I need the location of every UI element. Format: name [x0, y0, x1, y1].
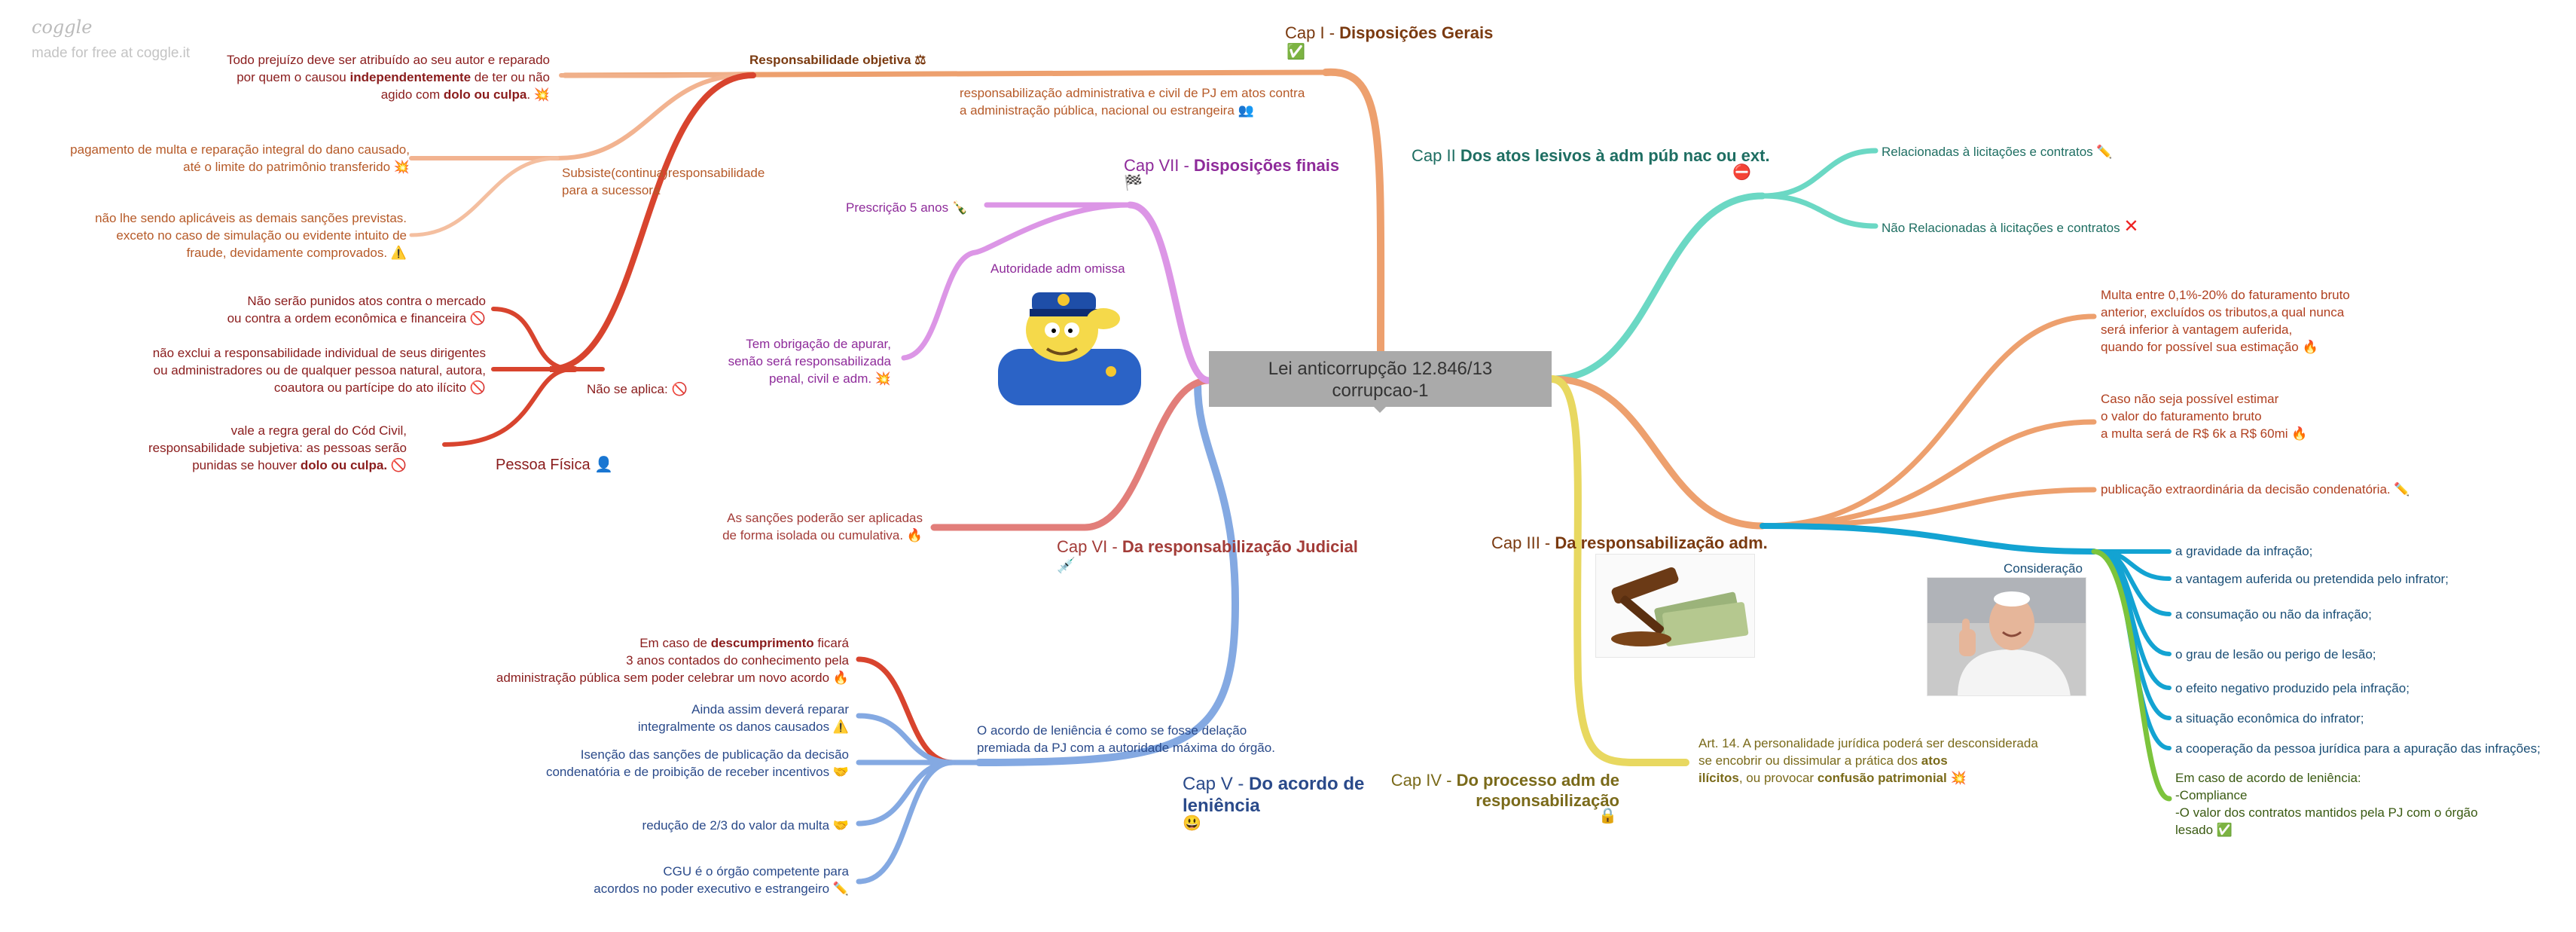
- cap3-title[interactable]: Cap III - Da responsabilização adm.: [1491, 533, 1768, 552]
- central-title: Lei anticorrupção 12.846/13: [1268, 359, 1493, 379]
- consideration-item[interactable]: o efeito negativo produzido pela infraçã…: [2175, 681, 2410, 695]
- lock-icon: 🔒: [1598, 808, 1617, 824]
- cap4-title[interactable]: Cap IV - Do processo adm de responsabili…: [1390, 771, 1619, 810]
- syringe-icon: 💉: [1057, 558, 1076, 574]
- nao-aplicaveis[interactable]: não lhe sendo aplicáveis as demais sançõ…: [95, 211, 407, 260]
- regra-geral[interactable]: vale a regra geral do Cód Civil, respons…: [148, 423, 407, 472]
- relacionadas-node[interactable]: Relacionadas à licitações e contratos ✏️: [1882, 145, 2113, 159]
- smile-icon: 😃: [1183, 815, 1201, 832]
- fire-icon: 🔥: [2291, 426, 2308, 441]
- cap1-title[interactable]: Cap I - Disposições Gerais: [1285, 23, 1494, 42]
- obrigacao-apurar[interactable]: Tem obrigação de apurar, senão será resp…: [728, 337, 891, 386]
- gavel-money-image: [1595, 554, 1755, 658]
- checkmark-icon: ✅: [1286, 44, 1305, 60]
- fire-icon: 🔥: [2302, 340, 2318, 354]
- no-entry-icon: 🚫: [469, 380, 486, 395]
- pope-thumbs-up-image: [1927, 577, 2086, 696]
- explosion-icon: 💥: [533, 87, 550, 102]
- acordo-leniencia-consideracao[interactable]: Em caso de acordo de leniência: -Complia…: [2175, 771, 2478, 837]
- sucessora-node[interactable]: Subsiste(continua)responsabilidade para …: [562, 166, 765, 197]
- pessoa-fisica-node[interactable]: Pessoa Física 👤: [496, 457, 614, 473]
- publicacao-node[interactable]: publicação extraordinária da decisão con…: [2101, 482, 2410, 497]
- cgu-node[interactable]: CGU é o órgão competente para acordos no…: [594, 864, 849, 896]
- central-subtitle: corrupcao-1: [1332, 380, 1429, 401]
- nao-exclui[interactable]: não exclui a responsabilidade individual…: [152, 346, 486, 395]
- warning-icon: ⚠️: [390, 246, 407, 260]
- explosion-icon: 💥: [874, 371, 891, 386]
- warning-icon: ⚠️: [832, 720, 849, 734]
- nao-relacionadas-node[interactable]: Não Relacionadas à licitações e contrato…: [1882, 216, 2139, 237]
- reparar-node[interactable]: Ainda assim deverá reparar integralmente…: [637, 702, 849, 734]
- coggle-logo[interactable]: coggle: [32, 17, 93, 38]
- cap2-title[interactable]: Cap II Dos atos lesivos à adm púb nac ou…: [1412, 146, 1770, 165]
- person-icon: 👤: [594, 457, 614, 473]
- consideracao-label[interactable]: Consideração: [2004, 561, 2083, 576]
- fire-icon: 🔥: [832, 671, 849, 685]
- nao-se-aplica-node[interactable]: Não se aplica: 🚫: [587, 382, 688, 396]
- central-node[interactable]: Lei anticorrupção 12.846/13 corrupcao-1: [1209, 351, 1552, 413]
- art14-node[interactable]: Art. 14. A personalidade jurídica poderá…: [1699, 736, 2038, 785]
- no-entry-icon: 🚫: [469, 311, 486, 325]
- explosion-icon: 💥: [1950, 771, 1967, 785]
- checkmark-icon: ✅: [2216, 823, 2233, 837]
- nao-punidos[interactable]: Não serão punidos atos contra o mercado …: [227, 294, 486, 325]
- multa-patrimonio[interactable]: pagamento de multa e reparação integral …: [70, 142, 410, 174]
- reducao-node[interactable]: redução de 2/3 do valor da multa 🤝: [642, 818, 849, 833]
- no-entry-icon: 🚫: [390, 458, 407, 472]
- no-entry-icon: ⛔: [1732, 164, 1751, 181]
- coggle-tagline[interactable]: made for free at coggle.it: [32, 45, 191, 61]
- multa-faturamento[interactable]: Multa entre 0,1%-20% do faturamento brut…: [2101, 288, 2350, 354]
- cross-icon: ✕: [2123, 216, 2139, 237]
- cap1-desc[interactable]: responsabilização administrativa e civil…: [960, 86, 1305, 118]
- isencao-node[interactable]: Isenção das sanções de publicação da dec…: [545, 747, 849, 779]
- people-icon: 👥: [1238, 103, 1254, 118]
- consideration-item[interactable]: o grau de lesão ou perigo de lesão;: [2175, 647, 2376, 662]
- bottle-icon: 🍾: [951, 200, 968, 215]
- cap6-title[interactable]: Cap VI - Da responsabilização Judicial: [1057, 537, 1358, 556]
- consideration-item[interactable]: a vantagem auferida ou pretendida pelo i…: [2175, 572, 2449, 586]
- descumprimento-node[interactable]: Em caso de descumprimento ficará 3 anos …: [496, 636, 849, 685]
- scale-icon: ⚖: [914, 53, 926, 67]
- responsabilidade-objetiva-node[interactable]: Responsabilidade objetiva ⚖: [749, 53, 926, 67]
- pencil-icon: ✏️: [832, 882, 849, 896]
- sancoes-node[interactable]: As sanções poderão ser aplicadas de form…: [722, 511, 923, 542]
- caso-nao-estimar[interactable]: Caso não seja possível estimar o valor d…: [2101, 392, 2308, 441]
- checkered-flag-icon: 🏁: [1124, 175, 1143, 191]
- handshake-icon: 🤝: [832, 818, 849, 833]
- fire-icon: 🔥: [906, 528, 923, 542]
- consideration-item[interactable]: a situação econômica do infrator;: [2175, 711, 2364, 726]
- cap5-title[interactable]: Cap V - Do acordo de leniência: [1183, 774, 1365, 816]
- police-chief-cartoon-image: [990, 277, 1149, 405]
- explosion-icon: 💥: [393, 160, 410, 174]
- no-entry-icon: 🚫: [671, 382, 688, 396]
- pencil-icon: ✏️: [2096, 145, 2113, 159]
- consideration-item[interactable]: a cooperação da pessoa jurídica para a a…: [2175, 741, 2541, 756]
- obj-desc[interactable]: Todo prejuízo deve ser atribuído ao seu …: [226, 53, 550, 102]
- cap5-desc[interactable]: O acordo de leniência é como se fosse de…: [977, 723, 1275, 755]
- prescricao-node[interactable]: Prescrição 5 anos 🍾: [846, 200, 968, 215]
- consideration-item[interactable]: a consumação ou não da infração;: [2175, 607, 2372, 622]
- handshake-icon: 🤝: [832, 765, 849, 779]
- cap7-title[interactable]: Cap VII - Disposições finais: [1124, 156, 1340, 175]
- pencil-icon: ✏️: [2394, 482, 2410, 497]
- consideration-item[interactable]: a gravidade da infração;: [2175, 544, 2313, 558]
- autoridade-omissa-node[interactable]: Autoridade adm omissa: [990, 261, 1125, 276]
